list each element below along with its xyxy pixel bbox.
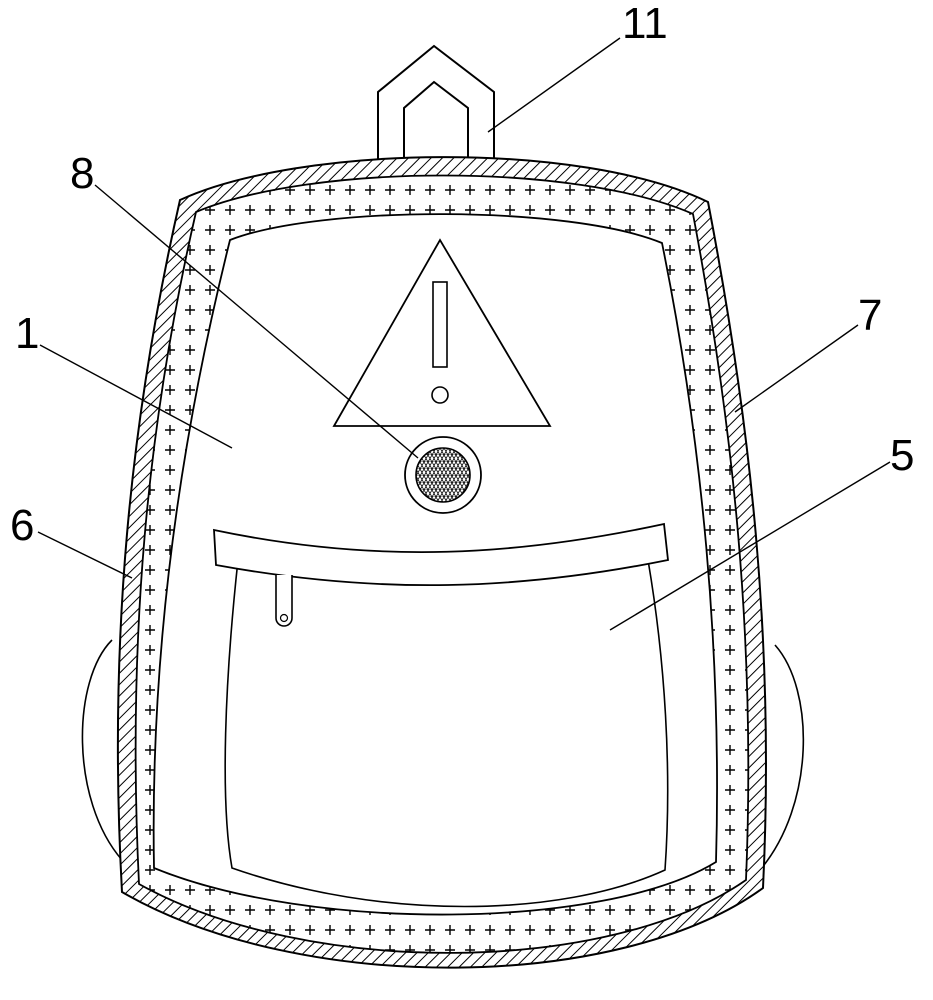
exclamation-dot — [431, 386, 449, 404]
leader-8 — [94, 184, 419, 459]
leader-7 — [734, 324, 859, 413]
reference-labels: 11 8 1 7 5 6 — [10, 0, 914, 550]
pocket-body — [224, 559, 669, 908]
zipper-pull — [275, 575, 293, 627]
label-6: 6 — [10, 501, 34, 550]
label-1: 1 — [15, 309, 39, 358]
shoulder-straps — [81, 639, 805, 871]
front-pocket — [213, 522, 669, 908]
left-strap-outline — [81, 639, 123, 861]
label-5: 5 — [890, 431, 914, 480]
hanging-loop — [377, 44, 495, 161]
leader-lines — [37, 37, 891, 631]
leader-6 — [37, 531, 133, 579]
label-11: 11 — [622, 0, 668, 48]
right-strap-outline — [759, 644, 805, 871]
pocket-flap — [213, 522, 669, 587]
zipper-pull-hole — [279, 613, 289, 623]
label-7: 7 — [858, 291, 882, 340]
leader-1 — [39, 344, 233, 449]
speaker-grille — [404, 436, 482, 514]
warning-triangle — [332, 238, 552, 427]
label-8: 8 — [70, 149, 94, 198]
leader-11 — [487, 37, 621, 133]
leader-5 — [609, 461, 891, 631]
exclamation-bar — [432, 281, 448, 368]
